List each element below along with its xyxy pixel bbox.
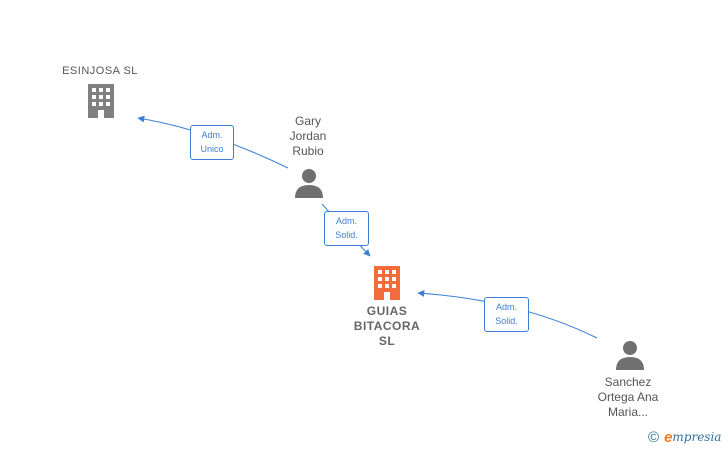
edge-label-line: Solid. <box>495 316 518 326</box>
edge-label-line: Solid. <box>335 230 358 240</box>
gary-label-line-2: Jordan <box>289 129 327 143</box>
copyright-icon: © <box>648 428 660 446</box>
esinjosa-label[interactable]: ESINJOSA SL <box>62 65 138 77</box>
brand-logo-initial: e <box>664 428 673 446</box>
person-icon[interactable] <box>294 168 324 198</box>
edge-label-line: Adm. <box>335 216 357 226</box>
building-icon[interactable] <box>85 84 117 118</box>
guias-label-line-2: BITACORA <box>353 319 421 333</box>
edge-label-line: Unico <box>200 144 224 154</box>
edge-label-adm-solid-sanchez[interactable]: Adm. Solid. <box>484 297 529 332</box>
edge-label-adm-unico[interactable]: Adm. Unico <box>190 125 234 160</box>
guias-label-line-1: GUIAS <box>366 304 408 318</box>
edge-label-adm-solid-gary[interactable]: Adm. Solid. <box>324 211 369 246</box>
person-icon[interactable] <box>615 340 645 370</box>
gary-label[interactable]: Gary Jordan Rubio <box>268 114 348 159</box>
brand-logo-text: mpresia <box>672 430 722 444</box>
gary-label-line-3: Rubio <box>292 144 324 158</box>
building-icon[interactable] <box>371 266 403 300</box>
sanchez-label-line-2: Ortega Ana <box>597 390 659 404</box>
footer-brand[interactable]: © e mpresia <box>648 428 721 446</box>
edge-label-line: Adm. <box>201 130 223 140</box>
guias-label[interactable]: GUIAS BITACORA SL <box>337 304 437 349</box>
gary-label-line-1: Gary <box>294 114 321 128</box>
sanchez-label-line-1: Sanchez <box>604 375 652 389</box>
guias-label-line-3: SL <box>378 334 396 348</box>
edge-label-line: Adm. <box>495 302 517 312</box>
sanchez-label-line-3: Maria... <box>607 405 648 419</box>
sanchez-label[interactable]: Sanchez Ortega Ana Maria... <box>583 375 673 420</box>
